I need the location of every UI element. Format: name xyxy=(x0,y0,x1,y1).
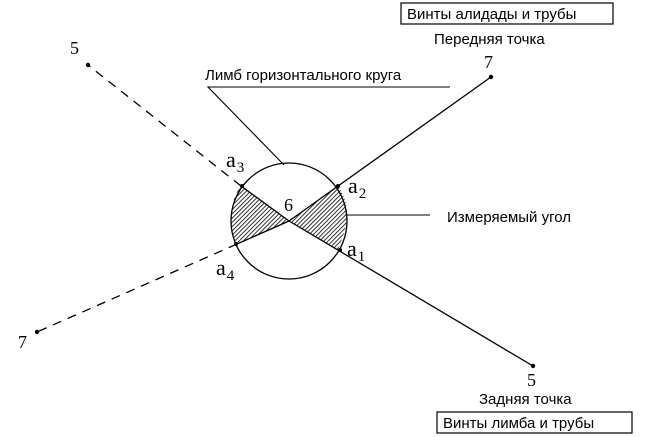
point-marker-7-top-right xyxy=(488,74,494,80)
reading-a1-sub: 1 xyxy=(358,249,366,265)
reading-label-a4: a4 xyxy=(216,255,235,284)
point-marker-5-bottom-right xyxy=(530,363,536,369)
point-6-center-label: 6 xyxy=(284,195,293,215)
reading-marker-a2 xyxy=(336,184,340,188)
reading-label-a2: a2 xyxy=(348,173,366,202)
hatched-sector-right xyxy=(289,186,347,250)
box-top-frame xyxy=(400,2,614,25)
dashed-line-center-left-up xyxy=(240,185,290,222)
reading-a2-sub: 2 xyxy=(359,186,367,202)
reading-marker-a3 xyxy=(240,184,244,188)
limb-circle xyxy=(230,162,348,280)
reading-label-a1: a1 xyxy=(347,236,365,265)
reading-marker-a4 xyxy=(234,242,238,246)
reading-a3-base: a xyxy=(226,147,236,172)
measured-angle-label: Измеряемый угол xyxy=(447,209,571,226)
point-7-top-right-label: 7 xyxy=(484,52,493,72)
reading-label-a3: a3 xyxy=(226,147,244,176)
hatched-sector-left xyxy=(231,186,289,244)
reading-a4-base: a xyxy=(216,255,226,280)
point-marker-5-top-left xyxy=(85,62,91,68)
box-bottom-label: Винты лимба и трубы xyxy=(443,415,594,432)
dashed-line-to-7 xyxy=(36,243,238,333)
front-point-label: Передняя точка xyxy=(434,31,545,48)
point-7-bottom-left-label: 7 xyxy=(18,332,27,352)
reading-a1-base: a xyxy=(347,236,357,261)
point-5-top-left-label: 5 xyxy=(70,38,79,58)
sight-line-back-5 xyxy=(288,220,534,367)
point-5-bottom-right-label: 5 xyxy=(527,370,536,390)
sight-line-front-7 xyxy=(288,76,492,222)
dashed-line-center-left-down xyxy=(236,220,290,245)
reading-a3-sub: 3 xyxy=(237,160,245,176)
reading-marker-a1 xyxy=(338,248,342,252)
box-bottom-frame xyxy=(436,411,633,434)
dashed-line-to-5 xyxy=(87,64,242,187)
reading-a4-sub: 4 xyxy=(227,268,235,284)
reading-a2-base: a xyxy=(348,173,358,198)
point-marker-7-bottom-left xyxy=(34,329,40,335)
back-point-label: Задняя точка xyxy=(479,391,572,408)
limb-leader-line xyxy=(206,86,450,166)
limb-label: Лимб горизонтального круга xyxy=(205,67,402,84)
box-top-label: Винты алидады и трубы xyxy=(407,6,576,23)
